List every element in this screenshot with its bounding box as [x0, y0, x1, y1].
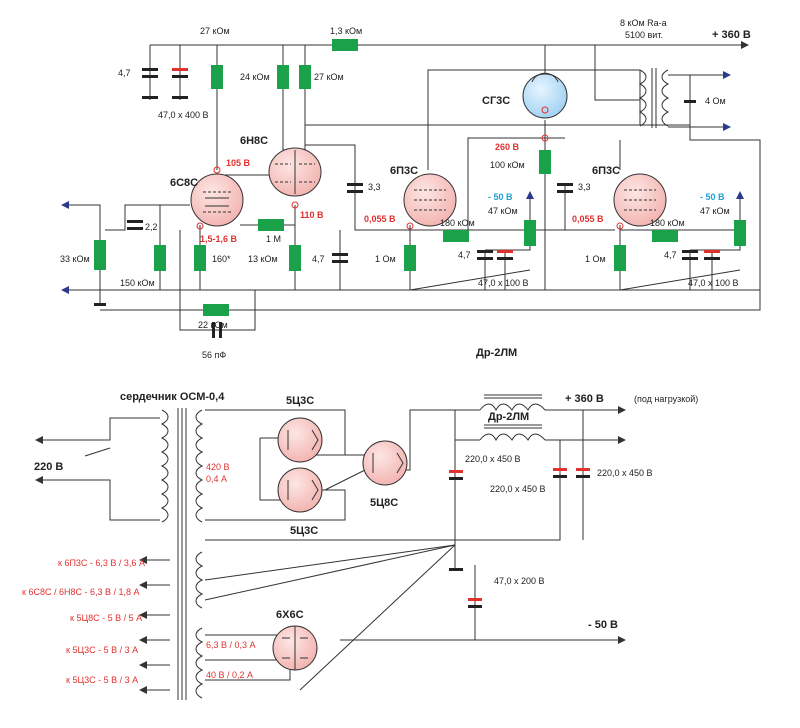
label-r-47k-a: 47 кОм — [488, 206, 518, 216]
label-r-1-3k: 1,3 кОм — [330, 26, 362, 36]
label-c-4-7-a: 4,7 — [458, 250, 471, 260]
label-r-100k: 100 кОм — [490, 160, 525, 170]
psu-arrows — [35, 406, 626, 694]
label-c-3-3-a: 3,3 — [368, 182, 381, 192]
label-r-1ohm-a: 1 Ом — [375, 254, 396, 264]
label-r-180-b: 180 кОм — [650, 218, 685, 228]
tube-5c3s-top — [277, 417, 323, 463]
label-v40-02: 40 В / 0,2 А — [206, 670, 253, 680]
label-v0055-b: 0,055 В — [572, 214, 604, 224]
tube-6s8s — [190, 173, 244, 227]
label-v420: 420 В — [206, 462, 230, 472]
label-r-150k: 150 кОм — [120, 278, 155, 288]
label-under-load: (под нагрузкой) — [634, 394, 698, 404]
label-v0055-a: 0,055 В — [364, 214, 396, 224]
label-6n8s: 6Н8С — [240, 135, 268, 147]
psu-chokes — [479, 394, 546, 442]
label-fil-5c3s-a: к 5Ц3С - 5 В / 3 А — [66, 645, 138, 655]
label-r-33k: 33 кОм — [60, 254, 90, 264]
amp-capacitors — [127, 68, 720, 338]
label-m50-a: - 50 В — [488, 192, 513, 202]
tube-sg3s — [522, 72, 568, 119]
label-r-27k-mid: 27 кОм — [314, 72, 344, 82]
label-6p3s-b: 6П3С — [592, 165, 620, 177]
label-minus50-psu: - 50 В — [588, 619, 618, 631]
label-6h6s: 6Х6С — [276, 609, 304, 621]
label-a04: 0,4 А — [206, 474, 227, 484]
label-c220-b: 220,0 х 450 В — [490, 484, 546, 494]
label-plus360-amp: + 360 В — [712, 29, 751, 41]
tube-5c3s-bot — [277, 467, 323, 513]
label-6s8s: 6С8С — [170, 177, 198, 189]
label-r-1m: 1 М — [266, 234, 281, 244]
label-c-4-7-b: 4,7 — [664, 250, 677, 260]
tube-6h6s — [272, 625, 318, 671]
label-r-24k: 24 кОм — [240, 72, 270, 82]
label-v220: 220 В — [34, 461, 63, 473]
amp-resistors — [94, 39, 746, 316]
label-r-27k-top: 27 кОм — [200, 26, 230, 36]
label-c-47-400: 47,0 х 400 В — [158, 110, 209, 120]
label-v15-16: 1,5-1,6 В — [200, 234, 238, 244]
label-fil-6s8s: к 6С8С / 6Н8С - 6,3 В / 1,8 А — [22, 587, 140, 597]
label-r-47k-b: 47 кОм — [700, 206, 730, 216]
label-c-56p: 56 пФ — [202, 350, 226, 360]
amp-labels: 27 кОм 1,3 кОм 8 кОм Ra-a 5100 вит. + 36… — [60, 18, 751, 360]
psu-labels: сердечник ОСМ-0,4 5Ц3С 5Ц3С 5Ц8С + 360 В… — [22, 391, 698, 685]
label-r-13k: 13 кОм — [248, 254, 278, 264]
label-c-47-100-b: 47,0 х 100 В — [688, 278, 739, 288]
label-v105: 105 В — [226, 158, 251, 168]
label-fil-5c8s: к 5Ц8С - 5 В / 5 А — [70, 613, 142, 623]
label-c-4-7-mid: 4,7 — [312, 254, 325, 264]
label-r-160: 160* — [212, 254, 231, 264]
label-fil-6p3s: к 6П3С - 6,3 В / 3,6 А — [58, 558, 145, 568]
label-r-22k: 22 кОм — [198, 320, 228, 330]
tube-6n8s — [268, 147, 322, 197]
label-v260: 260 В — [495, 142, 520, 152]
label-5c8s: 5Ц8С — [370, 497, 398, 509]
label-c-4-7-top: 4,7 — [118, 68, 131, 78]
label-c-2-2: 2,2 — [145, 222, 158, 232]
label-c220-a: 220,0 х 450 В — [465, 454, 521, 464]
label-v63-03: 6,3 В / 0,3 А — [206, 640, 256, 650]
power-transformer — [160, 408, 204, 700]
amp-wires — [65, 44, 761, 331]
label-c-3-3-b: 3,3 — [578, 182, 591, 192]
output-transformer — [638, 68, 691, 128]
label-choke-amp: Др-2ЛМ — [476, 347, 517, 359]
label-5c3s-bot: 5Ц3С — [290, 525, 318, 537]
label-choke-psu: Др-2ЛМ — [488, 411, 529, 423]
ground-symbol — [94, 303, 106, 306]
label-c-47-100-a: 47,0 х 100 В — [478, 278, 529, 288]
label-ra-a: 8 кОм Ra-a — [620, 18, 667, 28]
label-v110: 110 В — [300, 210, 324, 220]
label-6p3s-a: 6П3С — [390, 165, 418, 177]
label-c220-c: 220,0 х 450 В — [597, 468, 653, 478]
amp-junctions — [196, 134, 624, 230]
psu-capacitors — [449, 468, 590, 608]
label-5c3s-top: 5Ц3С — [286, 395, 314, 407]
amp-io-arrows — [61, 41, 749, 294]
tube-6p3s-a — [403, 173, 457, 227]
label-out-4ohm: 4 Ом — [705, 96, 726, 106]
label-c47-200: 47,0 х 200 В — [494, 576, 545, 586]
label-r-1ohm-b: 1 Ом — [585, 254, 606, 264]
label-core: сердечник ОСМ-0,4 — [120, 391, 225, 403]
label-plus360-psu: + 360 В — [565, 393, 604, 405]
label-sg3s: СГ3С — [482, 95, 510, 107]
tube-6p3s-b — [613, 173, 667, 227]
tube-5c8s — [362, 440, 408, 486]
label-fil-5c3s-b: к 5Ц3С - 5 В / 3 А — [66, 675, 138, 685]
label-turns: 5100 вит. — [625, 30, 663, 40]
label-m50-b: - 50 В — [700, 192, 725, 202]
label-r-180-a: 180 кОм — [440, 218, 475, 228]
